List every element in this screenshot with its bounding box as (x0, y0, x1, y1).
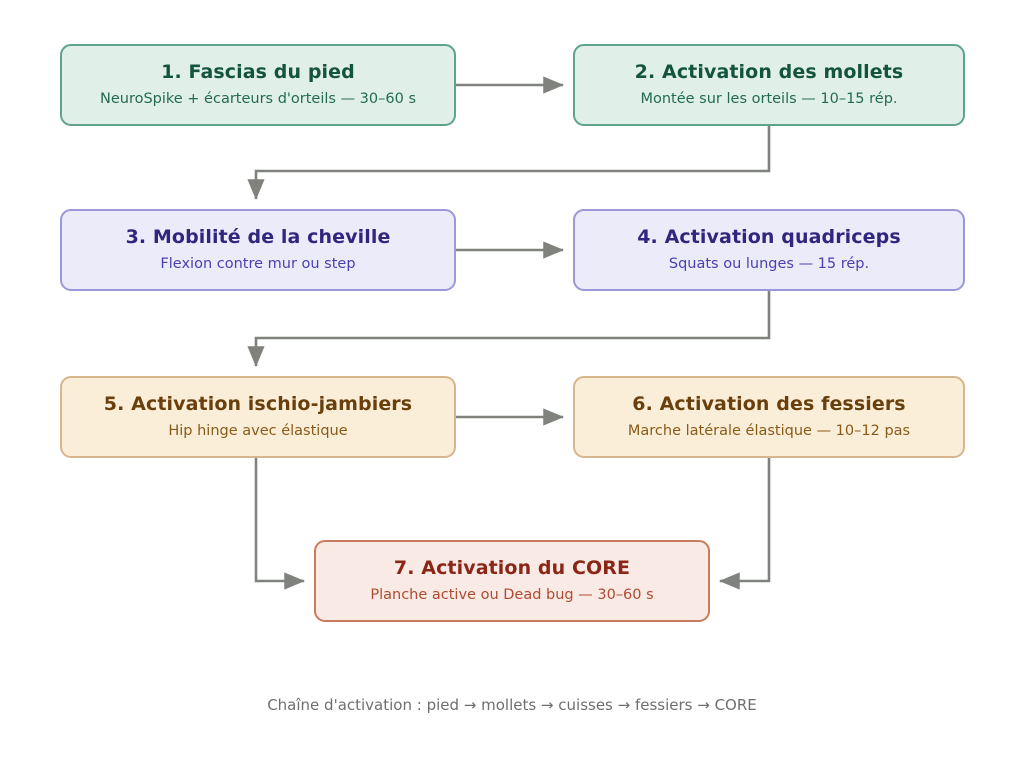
node-6-activation-des-fessiers[interactable]: 6. Activation des fessiers Marche latéra… (573, 376, 965, 458)
node-subtitle: NeuroSpike + écarteurs d'orteils — 30–60… (99, 90, 416, 107)
node-subtitle: Flexion contre mur ou step (160, 255, 356, 272)
node-2-activation-des-mollets[interactable]: 2. Activation des mollets Montée sur les… (573, 44, 965, 126)
node-1-fascias-du-pied[interactable]: 1. Fascias du pied NeuroSpike + écarteur… (60, 44, 456, 126)
node-subtitle: Marche latérale élastique — 10–12 pas (627, 422, 911, 439)
node-title: 6. Activation des fessiers (632, 393, 906, 416)
edge-2-to-3 (247, 126, 771, 201)
node-title: 5. Activation ischio-jambiers (103, 393, 413, 416)
node-title: 7. Activation du CORE (393, 557, 631, 580)
node-title: 2. Activation des mollets (634, 61, 904, 84)
node-4-activation-quadriceps[interactable]: 4. Activation quadriceps Squats ou lunge… (573, 209, 965, 291)
node-subtitle: Hip hinge avec élastique (168, 422, 348, 439)
node-subtitle: Planche active ou Dead bug — 30–60 s (370, 586, 654, 603)
node-subtitle: Squats ou lunges — 15 rép. (668, 255, 870, 272)
node-5-activation-ischio-jambiers[interactable]: 5. Activation ischio-jambiers Hip hinge … (60, 376, 456, 458)
node-subtitle: Montée sur les orteils — 10–15 rép. (640, 90, 898, 107)
node-7-activation-du-core[interactable]: 7. Activation du CORE Planche active ou … (314, 540, 710, 622)
edge-5-to-7 (254, 458, 306, 590)
node-title: 3. Mobilité de la cheville (125, 226, 391, 249)
node-title: 4. Activation quadriceps (637, 226, 901, 249)
node-3-mobilite-de-la-cheville[interactable]: 3. Mobilité de la cheville Flexion contr… (60, 209, 456, 291)
node-title: 1. Fascias du pied (161, 61, 355, 84)
edge-6-to-7 (718, 458, 771, 590)
diagram-caption: Chaîne d'activation : pied → mollets → c… (267, 696, 757, 714)
edge-4-to-5 (247, 291, 771, 368)
